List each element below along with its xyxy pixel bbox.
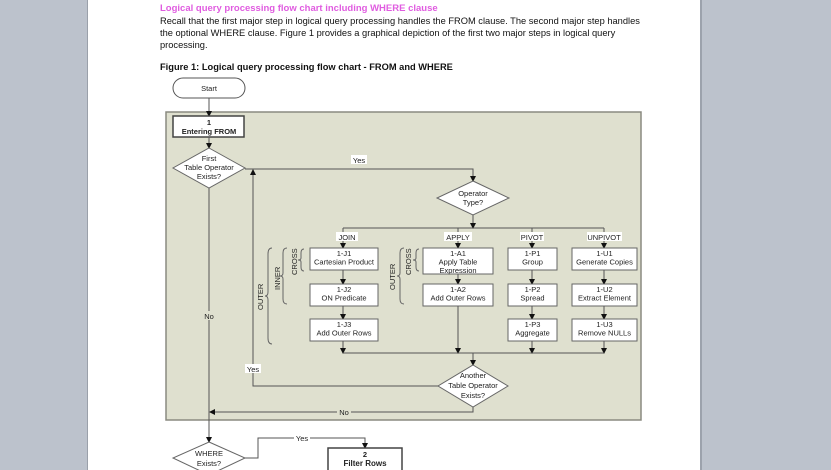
join-step-text: 1-J1	[337, 249, 352, 258]
no-label-first: No	[204, 312, 214, 321]
join-step-text: 1-J2	[337, 285, 352, 294]
body-paragraph: Recall that the first major step in logi…	[160, 16, 640, 50]
where-line2: Exists?	[197, 459, 221, 468]
pivot-step-text: Group	[522, 258, 543, 267]
join-label: JOIN	[338, 233, 355, 242]
where-line1: WHERE	[195, 449, 223, 458]
yes-label-first: Yes	[353, 156, 365, 165]
operator-type-line2: Type?	[463, 198, 483, 207]
first-op-line3: Exists?	[197, 172, 221, 181]
apply-step-text: Add Outer Rows	[430, 294, 485, 303]
yes-label-loop: Yes	[247, 365, 259, 374]
first-op-line2: Table Operator	[184, 163, 234, 172]
apply-step-box	[422, 247, 494, 275]
pivot-label: PIVOT	[521, 233, 544, 242]
figure-title: Figure 1: Logical query processing flow …	[160, 62, 453, 72]
join-step-box	[309, 283, 379, 307]
unpivot-step-text: 1-U2	[596, 285, 612, 294]
apply-step-text: 1-A1	[450, 249, 466, 258]
pivot-step-text: 1-P3	[525, 320, 541, 329]
unpivot-step-text: 1-U3	[596, 320, 612, 329]
join-cross-brace-label: CROSS	[290, 248, 299, 275]
section-heading: Logical query processing flow chart incl…	[160, 3, 438, 14]
join-step-text: ON Predicate	[321, 294, 366, 303]
pivot-step-text: Spread	[520, 294, 544, 303]
pivot-step-text: 1-P1	[525, 249, 541, 258]
join-inner-brace-label: INNER	[273, 266, 282, 290]
filter-rows-box	[327, 447, 403, 470]
unpivot-label: UNPIVOT	[587, 233, 621, 242]
join-step-text: 1-J3	[337, 320, 352, 329]
apply-outer-brace-label: OUTER	[388, 263, 397, 290]
unpivot-step-text: 1-U1	[596, 249, 612, 258]
pivot-step-text: 1-P2	[525, 285, 541, 294]
unpivot-step-text: Remove NULLs	[578, 329, 631, 338]
operator-type-line1: Operator	[458, 189, 488, 198]
apply-step-text: Expression	[439, 266, 476, 275]
apply-step-text: Apply Table	[439, 258, 478, 267]
join-step-box	[309, 318, 379, 342]
where-exists-decision	[171, 441, 247, 470]
another-op-line2: Table Operator	[448, 381, 498, 390]
another-op-line3: Exists?	[461, 391, 485, 400]
join-step-box	[309, 247, 379, 271]
join-step-text: Cartesian Product	[314, 258, 375, 267]
entering-from-number: 1	[207, 118, 211, 127]
apply-label: APPLY	[446, 233, 470, 242]
first-op-line1: First	[202, 154, 217, 163]
another-op-line1: Another	[460, 371, 487, 380]
unpivot-step-text: Generate Copies	[576, 258, 633, 267]
filter-label: Filter Rows	[343, 459, 387, 468]
pivot-step-text: Aggregate	[515, 329, 550, 338]
filter-number: 2	[363, 450, 367, 459]
apply-cross-brace-label: CROSS	[404, 248, 413, 275]
apply-step-text: 1-A2	[450, 285, 466, 294]
unpivot-step-text: Extract Element	[578, 294, 632, 303]
yes-label-where: Yes	[296, 434, 308, 443]
join-outer-brace-label: OUTER	[256, 283, 265, 310]
start-label: Start	[201, 84, 218, 93]
join-step-text: Add Outer Rows	[316, 329, 371, 338]
entering-from-label: Entering FROM	[182, 127, 237, 136]
no-label-another: No	[339, 408, 349, 417]
